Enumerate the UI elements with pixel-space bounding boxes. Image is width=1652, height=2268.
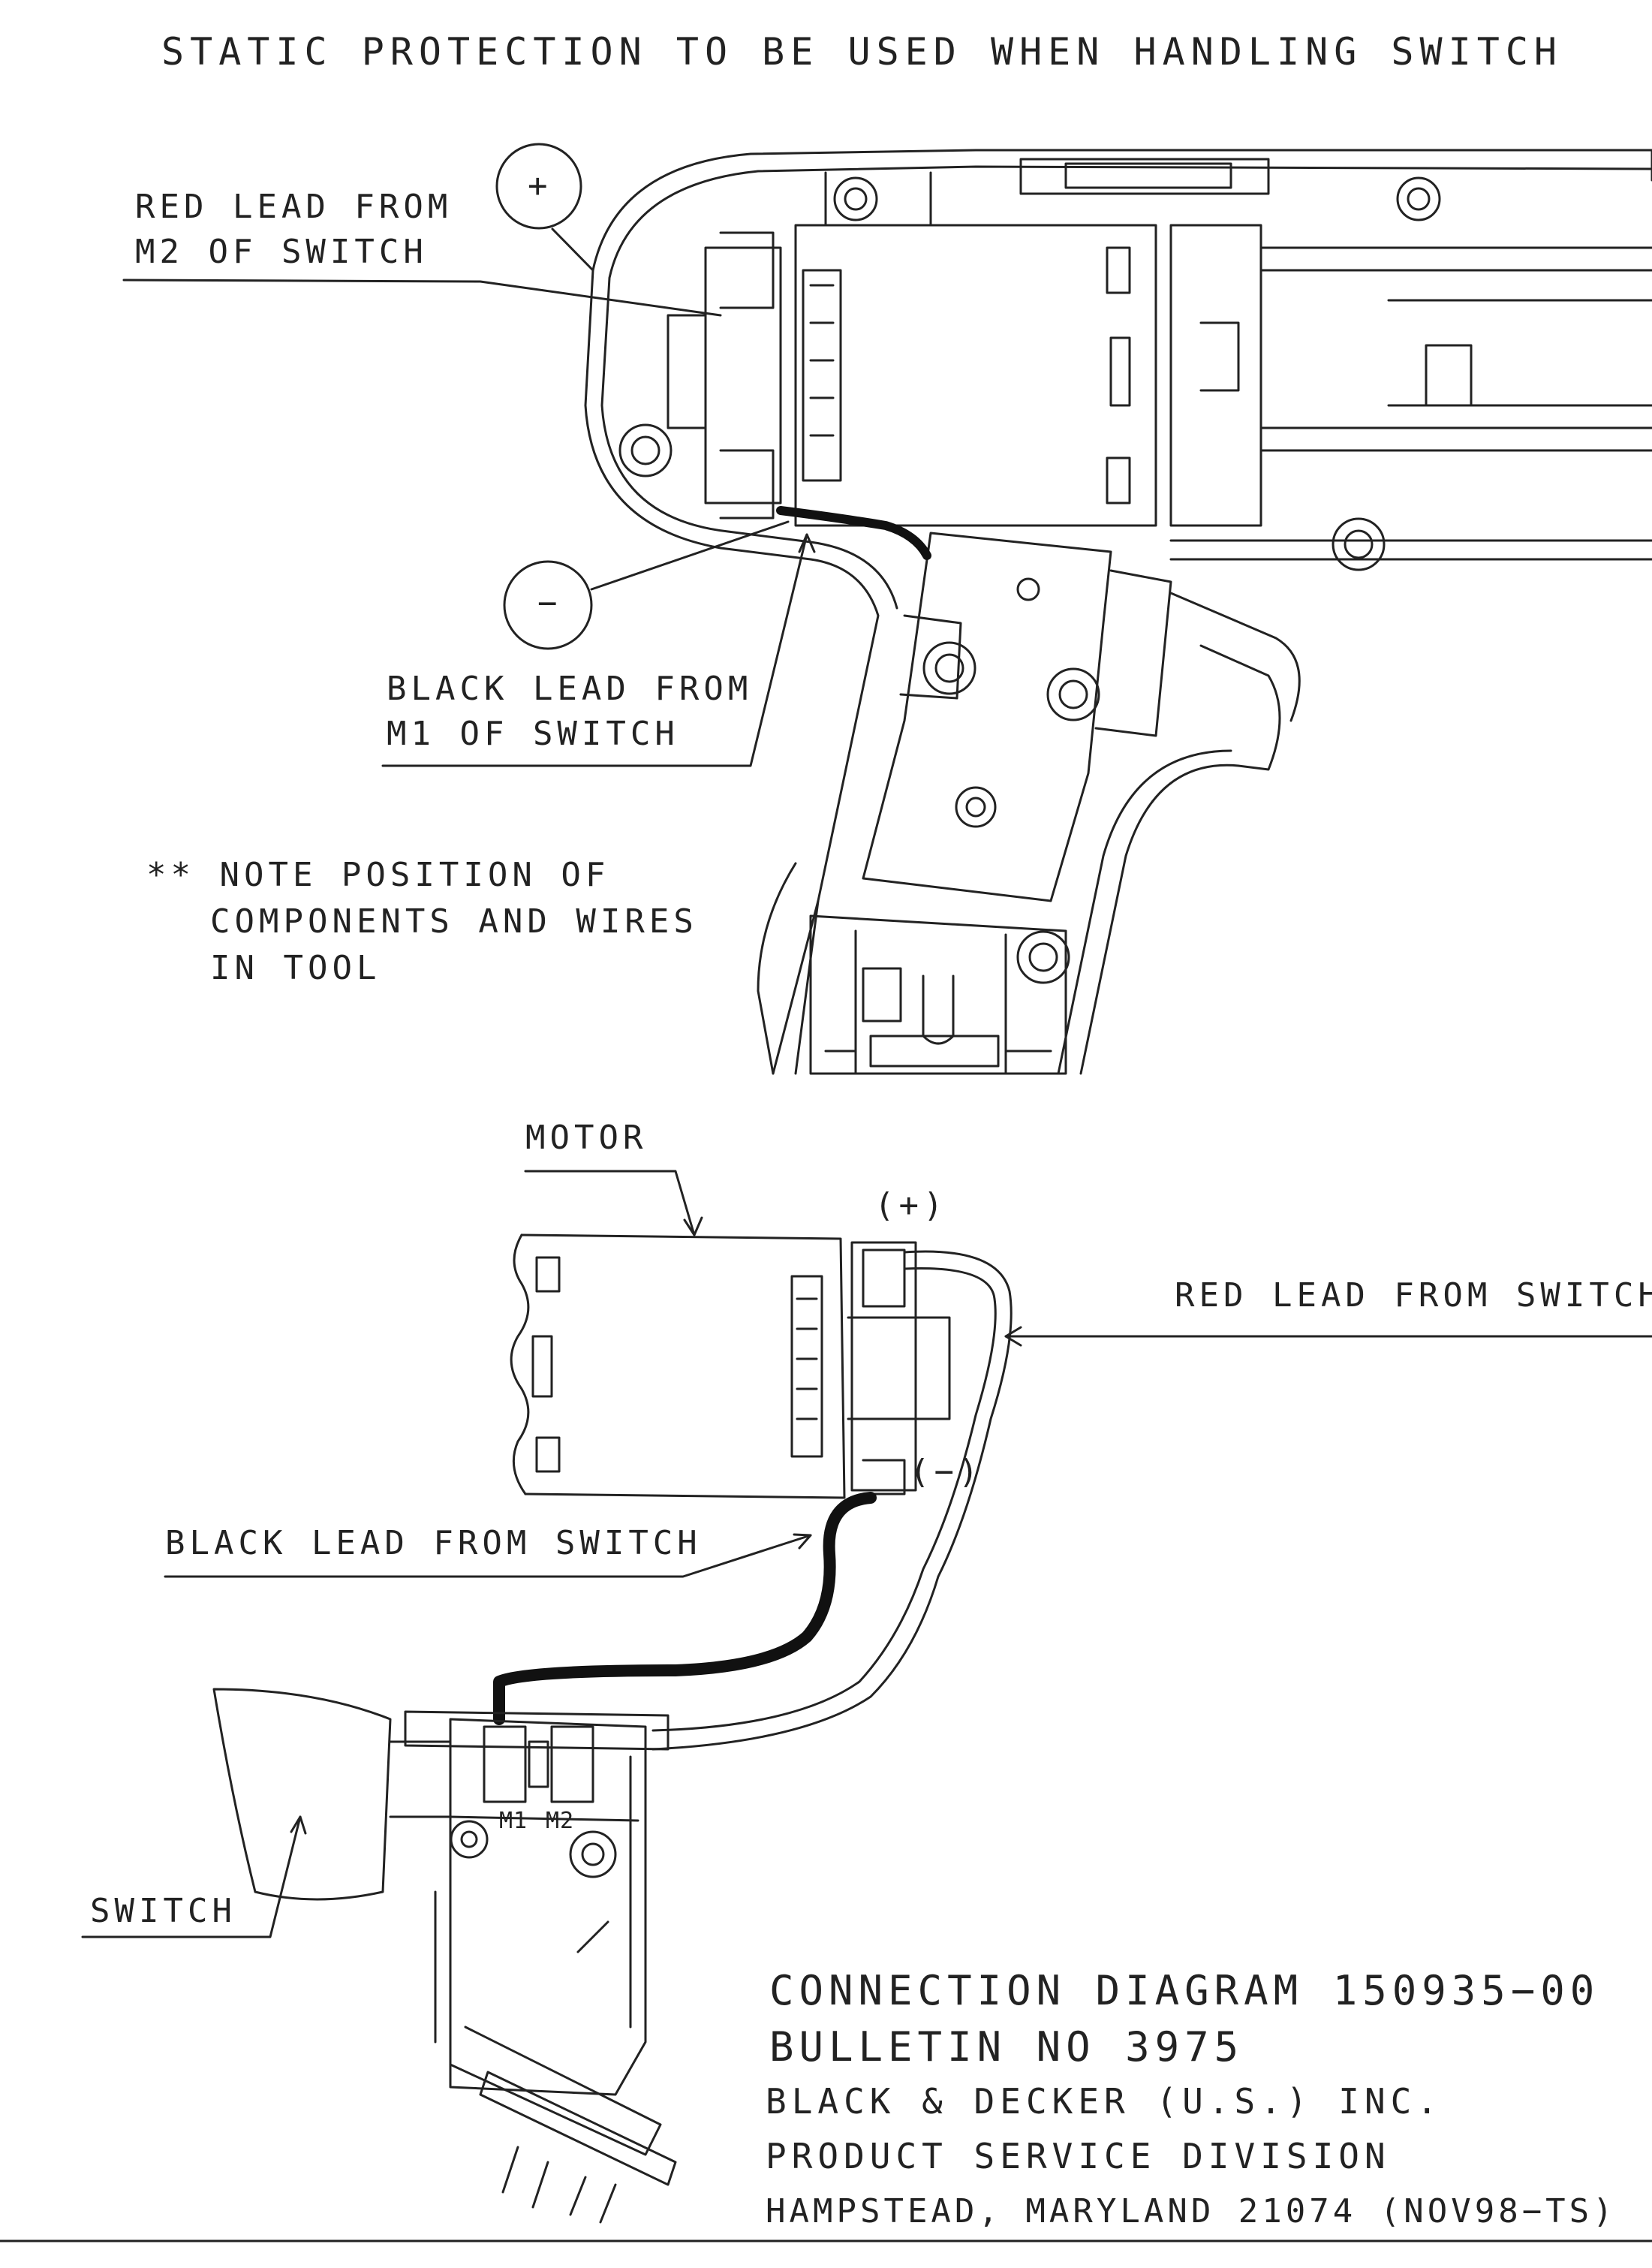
red-lead-label-top-2: M2 OF SWITCH: [135, 233, 428, 271]
minus-terminal-label: (−): [910, 1453, 983, 1491]
red-lead-label-top-1: RED LEAD FROM: [135, 188, 453, 226]
plus-terminal-label: (+): [874, 1186, 948, 1224]
black-lead-label-top-2: M1 OF SWITCH: [387, 715, 679, 753]
red-lead-wire: [651, 1250, 1013, 1751]
motor-label: MOTOR: [525, 1119, 648, 1157]
note-line-3: IN TOOL: [210, 949, 381, 987]
black-lead-label: BLACK LEAD FROM SWITCH: [165, 1524, 702, 1562]
red-lead-leader-top: [122, 279, 722, 317]
title-line-1: CONNECTION DIAGRAM 150935−00: [769, 1967, 1600, 2014]
title-line-2: BULLETIN NO 3975: [769, 2023, 1244, 2071]
title-line-4: PRODUCT SERVICE DIVISION: [766, 2136, 1391, 2176]
motor: [510, 1233, 951, 1499]
plus-circle: [495, 143, 582, 230]
terminal-m1-label: M1: [499, 1808, 528, 1834]
static-warning-header: STATIC PROTECTION TO BE USED WHEN HANDLI…: [161, 30, 1563, 74]
black-lead-wire-top: [776, 506, 931, 560]
note-line-1: ** NOTE POSITION OF: [146, 856, 610, 894]
black-lead-wire: [493, 1492, 877, 1725]
plus-leader-top: [551, 227, 594, 272]
switch-label: SWITCH: [90, 1892, 236, 1930]
black-lead-arrow-top: [798, 533, 816, 553]
black-lead-label-top-1: BLACK LEAD FROM: [387, 670, 753, 708]
title-line-5: HAMPSTEAD, MARYLAND 21074 (NOV98−TS): [766, 2192, 1617, 2230]
black-lead-leader-top: [381, 533, 808, 767]
switch-leader: [81, 1815, 302, 1938]
black-lead-leader: [164, 1534, 812, 1578]
minus-circle: [503, 560, 593, 650]
motor-leader: [524, 1170, 696, 1236]
title-line-3: BLACK & DECKER (U.S.) INC.: [766, 2081, 1443, 2122]
minus-leader-top: [590, 520, 790, 591]
switch-assembly: [212, 1688, 677, 2224]
minus-symbol-top: −: [537, 584, 558, 622]
tool-housing: [584, 149, 1652, 1075]
plus-symbol-top: +: [528, 167, 548, 205]
note-line-2: COMPONENTS AND WIRES: [210, 902, 698, 941]
red-lead-label: RED LEAD FROM SWITCH: [1175, 1276, 1652, 1315]
terminal-m2-label: M2: [546, 1808, 575, 1834]
